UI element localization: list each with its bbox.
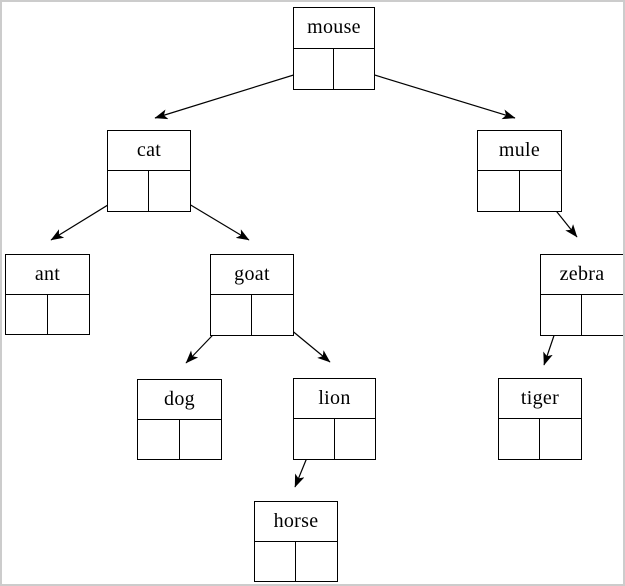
- node-label-dog: dog: [138, 380, 221, 420]
- left-pointer-cell: [108, 171, 149, 211]
- tree-node-zebra: zebra: [540, 254, 623, 336]
- left-pointer-cell: [255, 541, 296, 581]
- tree-node-dog: dog: [137, 379, 222, 460]
- node-label-lion: lion: [294, 379, 375, 419]
- tree-node-cat: cat: [107, 130, 191, 212]
- node-label-cat: cat: [108, 131, 190, 171]
- node-pointer-cells: [138, 419, 222, 460]
- tree-node-goat: goat: [210, 254, 294, 336]
- node-label-ant: ant: [6, 255, 89, 295]
- node-label-horse: horse: [255, 502, 337, 542]
- node-pointer-cells: [294, 48, 374, 90]
- right-pointer-cell: [335, 419, 376, 459]
- node-label-mouse: mouse: [294, 8, 374, 49]
- tree-node-lion: lion: [293, 378, 376, 460]
- node-label-tiger: tiger: [499, 379, 581, 419]
- tree-node-ant: ant: [5, 254, 90, 335]
- node-pointer-cells: [6, 294, 90, 335]
- right-pointer-cell: [180, 420, 222, 460]
- left-pointer-cell: [541, 295, 582, 335]
- node-pointer-cells: [499, 419, 581, 459]
- right-pointer-cell: [296, 542, 337, 582]
- node-pointer-cells: [255, 541, 337, 582]
- left-pointer-cell: [138, 419, 180, 459]
- right-pointer-cell: [540, 419, 581, 459]
- left-pointer-cell: [211, 295, 252, 335]
- right-pointer-cell: [520, 171, 562, 211]
- right-pointer-cell: [48, 295, 90, 335]
- node-label-goat: goat: [211, 255, 293, 295]
- tree-node-tiger: tiger: [498, 378, 582, 460]
- edge-mouse-right-to-mule: [354, 68, 516, 120]
- right-pointer-cell: [334, 49, 374, 90]
- node-pointer-cells: [478, 171, 561, 211]
- right-pointer-cell: [582, 295, 623, 335]
- node-label-zebra: zebra: [541, 255, 623, 295]
- left-pointer-cell: [294, 419, 335, 459]
- tree-node-mule: mule: [477, 130, 562, 212]
- tree-node-mouse: mouse: [293, 7, 375, 90]
- node-pointer-cells: [108, 171, 190, 211]
- node-pointer-cells: [541, 295, 623, 335]
- left-pointer-cell: [499, 419, 540, 459]
- node-pointer-cells: [211, 295, 293, 335]
- tree-node-horse: horse: [254, 501, 338, 582]
- edge-mouse-left-to-cat: [154, 68, 314, 120]
- left-pointer-cell: [294, 48, 334, 89]
- right-pointer-cell: [149, 171, 190, 211]
- left-pointer-cell: [6, 294, 48, 334]
- left-pointer-cell: [478, 171, 520, 211]
- right-pointer-cell: [252, 295, 293, 335]
- node-label-mule: mule: [478, 131, 561, 171]
- node-pointer-cells: [294, 419, 375, 459]
